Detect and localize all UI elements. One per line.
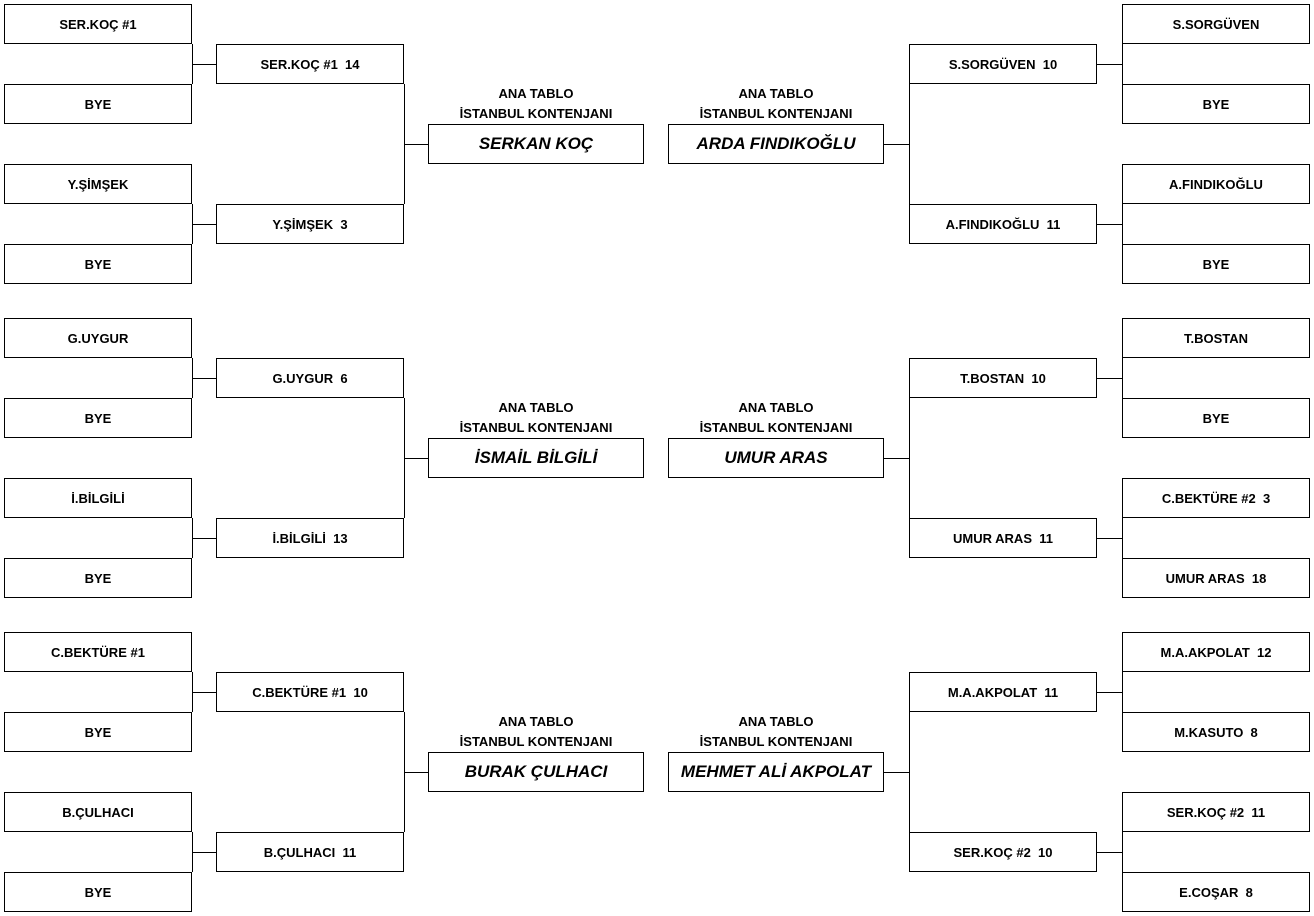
connector-line bbox=[192, 224, 216, 225]
caption-line: İSTANBUL KONTENJANI bbox=[459, 420, 613, 435]
bracket-caption: ANA TABLO İSTANBUL KONTENJANI bbox=[666, 398, 886, 438]
round1-entry: BYE bbox=[1122, 84, 1310, 124]
round1-entry: C.BEKTÜRE #2 3 bbox=[1122, 478, 1310, 518]
round2-entry: UMUR ARAS 11 bbox=[909, 518, 1097, 558]
caption-line: ANA TABLO bbox=[498, 400, 574, 415]
connector-line bbox=[1097, 538, 1122, 539]
round1-entry: G.UYGUR bbox=[4, 318, 192, 358]
connector-line bbox=[909, 398, 910, 518]
connector-line bbox=[1097, 692, 1122, 693]
round2-entry: C.BEKTÜRE #1 10 bbox=[216, 672, 404, 712]
caption-line: ANA TABLO bbox=[498, 714, 574, 729]
round1-entry: A.FINDIKOĞLU bbox=[1122, 164, 1310, 204]
round2-entry: A.FINDIKOĞLU 11 bbox=[909, 204, 1097, 244]
round1-entry: BYE bbox=[4, 712, 192, 752]
connector-line bbox=[192, 64, 216, 65]
bracket-winner: UMUR ARAS bbox=[668, 438, 884, 478]
caption-line: ANA TABLO bbox=[738, 86, 814, 101]
caption-line: İSTANBUL KONTENJANI bbox=[459, 734, 613, 749]
connector-line bbox=[1122, 518, 1123, 558]
connector-line bbox=[884, 144, 909, 145]
bracket-winner: ARDA FINDIKOĞLU bbox=[668, 124, 884, 164]
round2-entry: İ.BİLGİLİ 13 bbox=[216, 518, 404, 558]
connector-line bbox=[1122, 832, 1123, 872]
round1-entry: BYE bbox=[4, 558, 192, 598]
round2-entry: M.A.AKPOLAT 11 bbox=[909, 672, 1097, 712]
connector-line bbox=[404, 772, 428, 773]
round1-entry: BYE bbox=[4, 398, 192, 438]
connector-line bbox=[404, 144, 428, 145]
connector-line bbox=[1122, 358, 1123, 398]
round1-entry: B.ÇULHACI bbox=[4, 792, 192, 832]
caption-line: İSTANBUL KONTENJANI bbox=[699, 420, 853, 435]
connector-line bbox=[884, 772, 909, 773]
round2-entry: T.BOSTAN 10 bbox=[909, 358, 1097, 398]
caption-line: ANA TABLO bbox=[738, 714, 814, 729]
round1-entry: BYE bbox=[4, 872, 192, 912]
bracket-winner: MEHMET ALİ AKPOLAT bbox=[668, 752, 884, 792]
connector-line bbox=[909, 712, 910, 832]
bracket-winner: İSMAİL BİLGİLİ bbox=[428, 438, 644, 478]
connector-line bbox=[1122, 44, 1123, 84]
connector-line bbox=[192, 692, 216, 693]
caption-line: İSTANBUL KONTENJANI bbox=[699, 734, 853, 749]
connector-line bbox=[404, 458, 428, 459]
round2-entry: SER.KOÇ #1 14 bbox=[216, 44, 404, 84]
connector-line bbox=[1097, 224, 1122, 225]
bracket-winner: BURAK ÇULHACI bbox=[428, 752, 644, 792]
round1-entry: M.KASUTO 8 bbox=[1122, 712, 1310, 752]
round1-entry: E.COŞAR 8 bbox=[1122, 872, 1310, 912]
caption-line: İSTANBUL KONTENJANI bbox=[699, 106, 853, 121]
connector-line bbox=[909, 84, 910, 204]
connector-line bbox=[192, 378, 216, 379]
caption-line: ANA TABLO bbox=[738, 400, 814, 415]
round2-entry: Y.ŞİMŞEK 3 bbox=[216, 204, 404, 244]
round1-entry: SER.KOÇ #1 bbox=[4, 4, 192, 44]
round1-entry: İ.BİLGİLİ bbox=[4, 478, 192, 518]
connector-line bbox=[1097, 852, 1122, 853]
round1-entry: C.BEKTÜRE #1 bbox=[4, 632, 192, 672]
round1-entry: BYE bbox=[1122, 244, 1310, 284]
connector-line bbox=[1122, 204, 1123, 244]
bracket-winner: SERKAN KOÇ bbox=[428, 124, 644, 164]
connector-line bbox=[1097, 378, 1122, 379]
round1-entry: Y.ŞİMŞEK bbox=[4, 164, 192, 204]
bracket-caption: ANA TABLO İSTANBUL KONTENJANI bbox=[666, 712, 886, 752]
round1-entry: BYE bbox=[4, 244, 192, 284]
round1-entry: T.BOSTAN bbox=[1122, 318, 1310, 358]
round1-entry: BYE bbox=[1122, 398, 1310, 438]
round2-entry: B.ÇULHACI 11 bbox=[216, 832, 404, 872]
round2-entry: SER.KOÇ #2 10 bbox=[909, 832, 1097, 872]
round1-entry: BYE bbox=[4, 84, 192, 124]
bracket-caption: ANA TABLO İSTANBUL KONTENJANI bbox=[426, 398, 646, 438]
bracket-caption: ANA TABLO İSTANBUL KONTENJANI bbox=[426, 712, 646, 752]
round1-entry: SER.KOÇ #2 11 bbox=[1122, 792, 1310, 832]
connector-line bbox=[884, 458, 909, 459]
bracket-caption: ANA TABLO İSTANBUL KONTENJANI bbox=[666, 84, 886, 124]
caption-line: İSTANBUL KONTENJANI bbox=[459, 106, 613, 121]
round2-entry: S.SORGÜVEN 10 bbox=[909, 44, 1097, 84]
round1-entry: M.A.AKPOLAT 12 bbox=[1122, 632, 1310, 672]
connector-line bbox=[1122, 672, 1123, 712]
connector-line bbox=[192, 538, 216, 539]
round1-entry: UMUR ARAS 18 bbox=[1122, 558, 1310, 598]
caption-line: ANA TABLO bbox=[498, 86, 574, 101]
round1-entry: S.SORGÜVEN bbox=[1122, 4, 1310, 44]
bracket-caption: ANA TABLO İSTANBUL KONTENJANI bbox=[426, 84, 646, 124]
connector-line bbox=[1097, 64, 1122, 65]
round2-entry: G.UYGUR 6 bbox=[216, 358, 404, 398]
connector-line bbox=[192, 852, 216, 853]
